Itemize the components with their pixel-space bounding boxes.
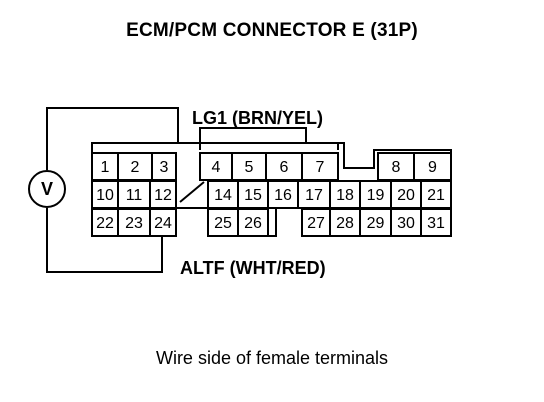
pin-2: 2 (117, 152, 153, 181)
pin-22: 22 (91, 208, 119, 237)
pin-number: 31 (427, 215, 445, 232)
pin-25: 25 (207, 208, 239, 237)
pin-number: 5 (245, 159, 254, 176)
lg1-bracket (199, 142, 339, 150)
pin-cell (413, 152, 452, 181)
pin-number: 3 (160, 159, 169, 176)
wire-label-altf: ALTF (WHT/RED) (180, 258, 326, 278)
pin-number: 16 (274, 187, 292, 204)
pin-number: 7 (316, 159, 325, 176)
pin-number: 19 (367, 187, 385, 204)
pin-cell (117, 208, 151, 237)
pin-number: 21 (427, 187, 445, 204)
pin-30: 30 (390, 208, 422, 237)
pin-12: 12 (149, 180, 177, 209)
voltmeter-symbol: V (41, 179, 53, 199)
diagram-caption: Wire side of female terminals (155, 348, 389, 368)
pin-4: 4 (199, 152, 233, 181)
diagram-title: ECM/PCM CONNECTOR E (31P) (126, 20, 418, 41)
meter-wiring (46, 107, 179, 273)
blank-pin-13 (179, 181, 205, 203)
pin-17: 17 (297, 180, 331, 209)
pin-14: 14 (207, 180, 239, 209)
pin-16: 16 (267, 180, 299, 209)
pin-cell (149, 180, 177, 209)
pin-15: 15 (237, 180, 269, 209)
pin-cell (377, 152, 415, 181)
pin-number: 1 (101, 159, 110, 176)
pin-3: 3 (151, 152, 177, 181)
pin-6: 6 (265, 152, 303, 181)
pin-number: 10 (96, 187, 114, 204)
pin-20: 20 (390, 180, 422, 209)
pin-number: 18 (336, 187, 354, 204)
meter-wire-bottom (46, 208, 163, 273)
pin-number: 8 (392, 159, 401, 176)
pin-number: 9 (428, 159, 437, 176)
pin-24: 24 (149, 208, 177, 237)
pin-number: 12 (154, 187, 172, 204)
voltmeter: V (28, 170, 66, 208)
pin-27: 27 (301, 208, 331, 237)
pin-10: 10 (91, 180, 119, 209)
pin-31: 31 (420, 208, 452, 237)
pin-number: 29 (367, 215, 385, 232)
pin-cell (329, 180, 361, 209)
wire-label-lg1: LG1 (BRN/YEL) (192, 108, 324, 128)
pin-cell (420, 208, 452, 237)
pin-number: 11 (126, 187, 143, 204)
pin-number: 26 (244, 215, 262, 232)
pin-number: 30 (397, 215, 415, 232)
pin-cell (420, 180, 452, 209)
pin-number: 6 (280, 159, 289, 176)
pin-number: 2 (131, 159, 140, 176)
pin-cell (329, 208, 361, 237)
pin-number: 23 (125, 215, 143, 232)
pin-cell (359, 208, 392, 237)
pin-7: 7 (301, 152, 339, 181)
pin-9: 9 (413, 152, 452, 181)
pin-cell (301, 208, 331, 237)
pin-number: 22 (96, 215, 114, 232)
pin-28: 28 (329, 208, 361, 237)
pin-cell (151, 152, 177, 181)
pin-19: 19 (359, 180, 392, 209)
pin-number: 17 (305, 187, 323, 204)
pin-cell (149, 208, 177, 237)
pin-number: 20 (397, 187, 415, 204)
pin-26: 26 (237, 208, 269, 237)
meter-wire-top (46, 107, 179, 170)
pin-23: 23 (117, 208, 151, 237)
pin-cell (199, 152, 233, 181)
pin-18: 18 (329, 180, 361, 209)
pin-21: 21 (420, 180, 452, 209)
pin-cell (91, 180, 119, 209)
pin-8: 8 (377, 152, 415, 181)
pin-number: 14 (214, 187, 232, 204)
pin-1: 1 (91, 152, 119, 181)
pin-5: 5 (231, 152, 267, 181)
pin-number: 15 (244, 187, 262, 204)
pin-number: 24 (154, 215, 172, 232)
pin-number: 27 (307, 215, 325, 232)
pin-number: 28 (336, 215, 354, 232)
pin-number: 25 (214, 215, 232, 232)
pin-11: 11 (117, 180, 151, 209)
pin-number: 4 (212, 159, 221, 176)
pin-29: 29 (359, 208, 392, 237)
pin-cell (237, 208, 269, 237)
